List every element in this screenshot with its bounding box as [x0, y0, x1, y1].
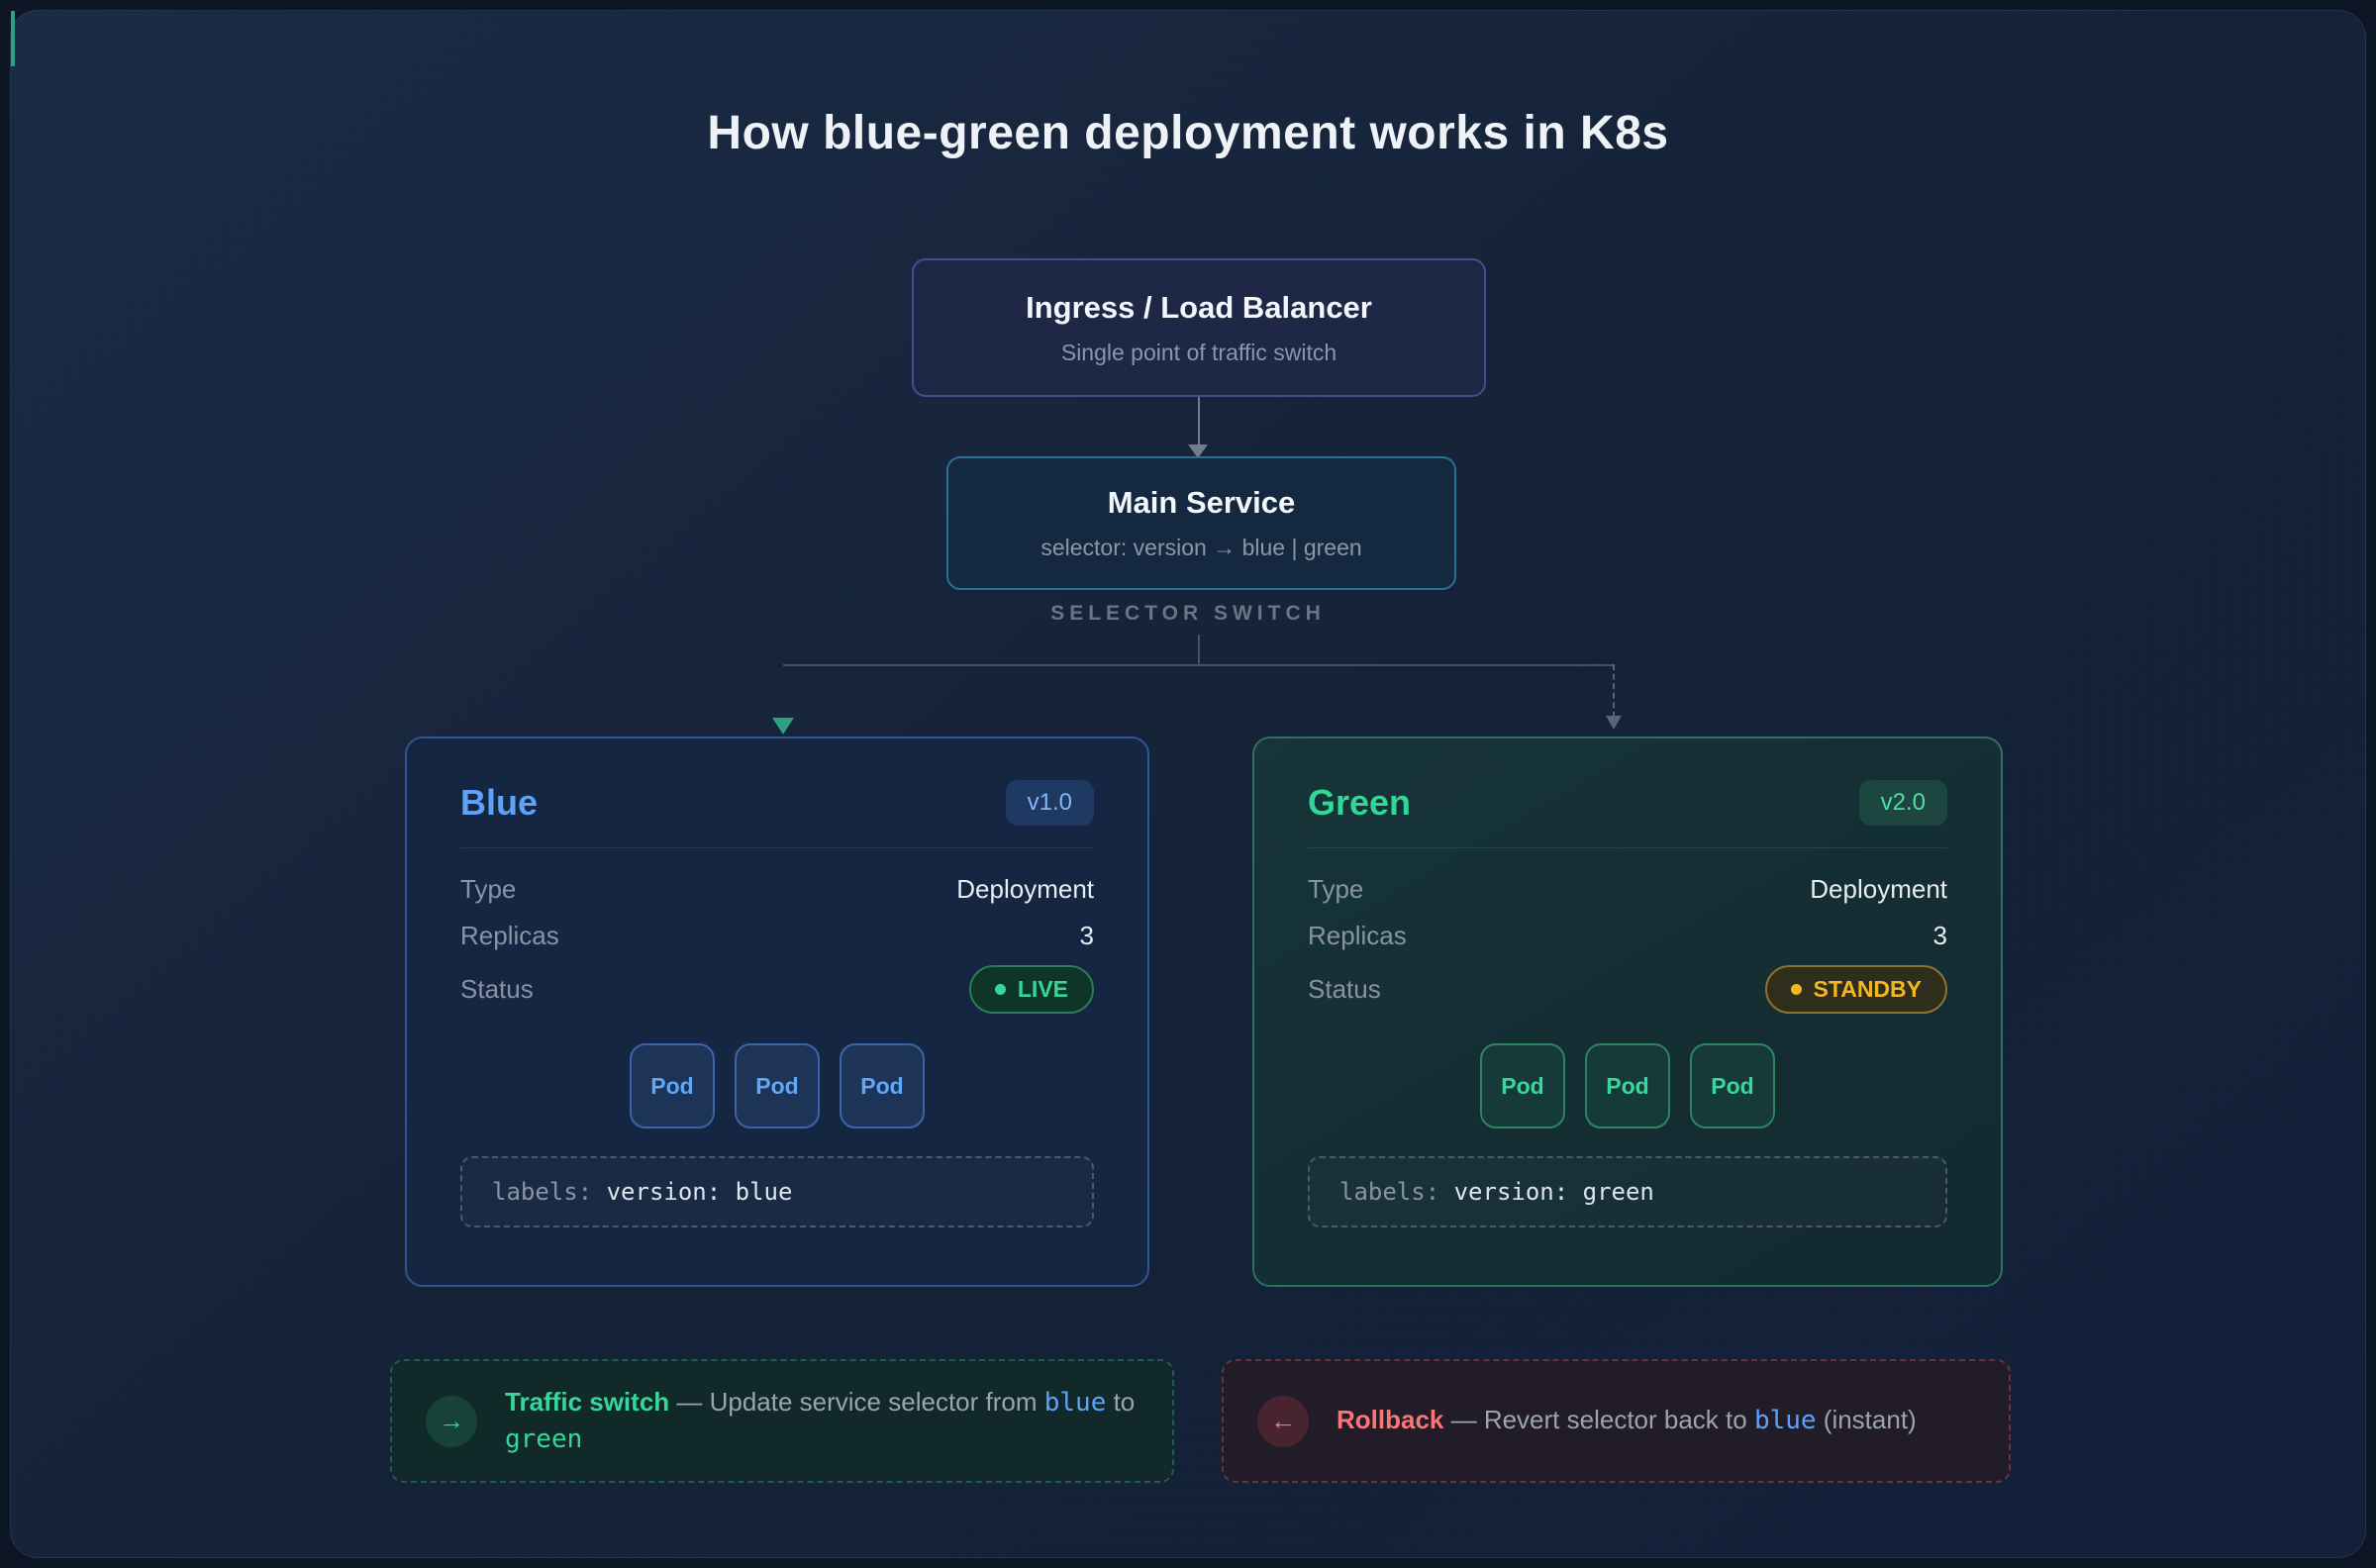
green-replicas-row: Replicas 3: [1308, 921, 1947, 951]
type-value: Deployment: [1810, 874, 1947, 904]
green-version-badge: v2.0: [1858, 780, 1947, 826]
ingress-title: Ingress / Load Balancer: [1026, 289, 1372, 325]
pod-box: Pod: [1690, 1043, 1775, 1128]
page-title: How blue-green deployment works in K8s: [707, 107, 1669, 159]
traffic-switch-title: Traffic switch: [505, 1387, 670, 1418]
green-pods-row: Pod Pod Pod: [1308, 1043, 1947, 1128]
note-body: — Update service selector from: [669, 1387, 1044, 1418]
labels-value: version: blue: [606, 1178, 793, 1206]
service-title: Main Service: [1107, 485, 1296, 520]
blue-replicas-row: Replicas 3: [460, 921, 1094, 951]
connector-live-line: [11, 11, 15, 66]
blue-card-title: Blue: [460, 782, 539, 823]
background-panel: How blue-green deployment works in K8s I…: [10, 10, 2366, 1558]
standby-arrow-down-icon: [1606, 716, 1622, 730]
note-body: — Revert selector back to: [1443, 1405, 1754, 1435]
rollback-title: Rollback: [1336, 1405, 1444, 1435]
blue-version-badge: v1.0: [1005, 780, 1094, 826]
blue-labels-box: labels: version: blue: [460, 1156, 1094, 1227]
replicas-value: 3: [1079, 921, 1094, 950]
connector-ingress-service: [1198, 397, 1200, 446]
arrow-left-icon: ←: [1257, 1395, 1309, 1447]
pod-box: Pod: [1585, 1043, 1670, 1128]
main-service-box: Main Service selector: version → blue | …: [946, 456, 1456, 590]
green-card-header: Green v2.0: [1308, 780, 1947, 826]
pod-box: Pod: [1480, 1043, 1565, 1128]
rollback-text: Rollback — Revert selector back to blue …: [1336, 1403, 1917, 1438]
blue-type-row: Type Deployment: [460, 874, 1094, 905]
connector-horizontal-line: [783, 664, 1615, 666]
green-status-row: Status STANDBY: [1308, 965, 1947, 1014]
type-label: Type: [1308, 874, 1364, 904]
status-dot-icon: [994, 984, 1006, 995]
type-label: Type: [460, 874, 517, 904]
status-text: STANDBY: [1813, 976, 1922, 1002]
live-status-badge: LIVE: [968, 965, 1094, 1014]
blue-deployment-card: Blue v1.0 Type Deployment Replicas 3 Sta…: [405, 736, 1149, 1287]
status-label: Status: [460, 974, 534, 1004]
type-value: Deployment: [956, 874, 1094, 904]
traffic-switch-note: → Traffic switch — Update service select…: [390, 1359, 1174, 1483]
code-green: green: [505, 1423, 583, 1454]
code-blue: blue: [1753, 1406, 1817, 1436]
rollback-note: ← Rollback — Revert selector back to blu…: [1222, 1359, 2011, 1483]
service-subtitle: selector: version → blue | green: [1040, 535, 1362, 560]
ingress-box: Ingress / Load Balancer Single point of …: [912, 258, 1486, 397]
arrow-right-icon: →: [426, 1395, 477, 1447]
blue-pods-row: Pod Pod Pod: [460, 1043, 1094, 1128]
live-arrow-down-icon: [772, 718, 794, 735]
divider: [1308, 847, 1947, 848]
blue-card-header: Blue v1.0: [460, 780, 1094, 826]
note-body: to: [1106, 1387, 1136, 1418]
standby-status-badge: STANDBY: [1764, 965, 1947, 1014]
traffic-switch-text: Traffic switch — Update service selector…: [505, 1385, 1138, 1456]
status-label: Status: [1308, 974, 1381, 1004]
connector-selector-stub: [1198, 635, 1200, 664]
selector-switch-label: SELECTOR SWITCH: [1050, 602, 1326, 625]
green-card-title: Green: [1308, 782, 1412, 823]
labels-key: labels:: [492, 1178, 607, 1206]
replicas-label: Replicas: [460, 921, 559, 950]
note-body: (instant): [1816, 1405, 1917, 1435]
divider: [460, 847, 1094, 848]
status-dot-icon: [1790, 984, 1802, 995]
labels-key: labels:: [1339, 1178, 1454, 1206]
green-deployment-card: Green v2.0 Type Deployment Replicas 3 St…: [1252, 736, 2003, 1287]
arrow-down-icon: [1188, 444, 1208, 458]
labels-value: version: green: [1453, 1178, 1654, 1206]
replicas-value: 3: [1932, 921, 1947, 950]
blue-status-row: Status LIVE: [460, 965, 1094, 1014]
pod-box: Pod: [840, 1043, 925, 1128]
ingress-subtitle: Single point of traffic switch: [1060, 339, 1337, 365]
replicas-label: Replicas: [1308, 921, 1407, 950]
pod-box: Pod: [630, 1043, 715, 1128]
pod-box: Pod: [735, 1043, 820, 1128]
green-labels-box: labels: version: green: [1308, 1156, 1947, 1227]
code-blue: blue: [1043, 1388, 1107, 1419]
connector-standby-dashed-line: [1613, 664, 1615, 718]
green-type-row: Type Deployment: [1308, 874, 1947, 905]
status-text: LIVE: [1017, 976, 1068, 1002]
